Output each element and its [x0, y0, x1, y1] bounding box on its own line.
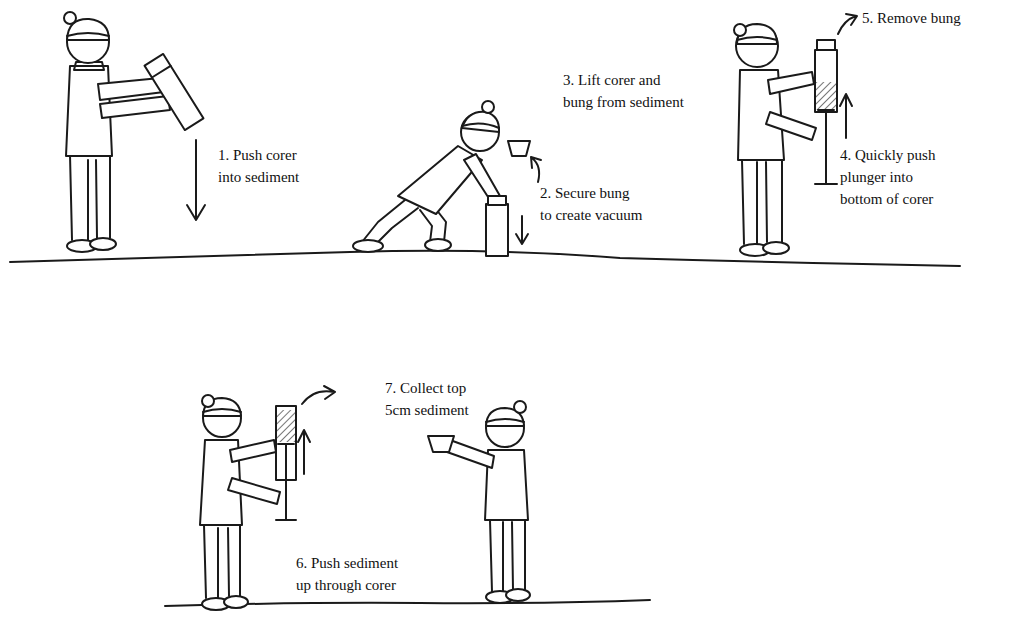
- person-figure: [200, 386, 335, 610]
- arm: [230, 440, 276, 462]
- arm: [768, 72, 814, 94]
- hat-band: [737, 37, 777, 40]
- hat: [462, 112, 499, 132]
- person-figure: [428, 401, 530, 603]
- direction-arrow: [187, 140, 205, 220]
- step-label: 5. Remove bung: [862, 8, 992, 30]
- sediment: [277, 410, 295, 442]
- hat-bobble: [482, 101, 494, 113]
- head: [486, 409, 524, 447]
- arm: [100, 96, 170, 118]
- hat-bobble: [734, 24, 746, 36]
- person-figure: [64, 12, 205, 252]
- step-label: 3. Lift corer and bung from sediment: [563, 70, 698, 114]
- direction-arrow: [840, 94, 852, 138]
- hat-bobble: [64, 12, 76, 24]
- bung: [488, 196, 506, 205]
- foot: [425, 239, 451, 251]
- direction-arrow: [298, 430, 310, 474]
- foot: [506, 589, 530, 601]
- hat-band: [67, 33, 109, 36]
- direction-arrow: [531, 157, 541, 182]
- leg: [204, 525, 240, 598]
- leg: [70, 155, 110, 240]
- corer-band: [152, 66, 171, 78]
- sediment: [816, 82, 836, 110]
- arm: [766, 112, 816, 140]
- person-figure: [734, 14, 857, 256]
- plunger: [815, 110, 837, 184]
- step-label: 2. Secure bung to create vacuum: [540, 183, 670, 227]
- corer-tube: [145, 54, 204, 130]
- foot: [224, 596, 248, 608]
- step-label: 7. Collect top 5cm sediment: [385, 378, 485, 422]
- direction-arrow: [516, 216, 528, 244]
- direction-arrow: [302, 386, 335, 404]
- hat-band: [203, 409, 241, 412]
- step-label: 4. Quickly push plunger into bottom of c…: [840, 145, 980, 210]
- arm: [464, 154, 500, 200]
- leg: [490, 520, 525, 592]
- hat-band: [486, 419, 524, 422]
- step-label: 1. Push corer into sediment: [218, 145, 328, 189]
- step-label: 6. Push sediment up through corer: [296, 553, 421, 597]
- sample-cup: [428, 436, 454, 452]
- direction-arrow: [838, 14, 857, 34]
- arm: [228, 478, 280, 504]
- leg: [742, 160, 782, 244]
- corer-tube: [486, 204, 508, 256]
- hat-bobble: [202, 395, 214, 407]
- arm: [447, 440, 494, 468]
- foot: [90, 238, 116, 250]
- hat-band: [462, 123, 499, 128]
- bung: [508, 141, 530, 156]
- corer-tube: [815, 50, 837, 112]
- foot: [763, 242, 789, 254]
- bung: [817, 40, 835, 50]
- plunger: [276, 444, 296, 520]
- hat-bobble: [514, 401, 526, 413]
- person-figure: [353, 101, 541, 256]
- foot: [353, 240, 383, 252]
